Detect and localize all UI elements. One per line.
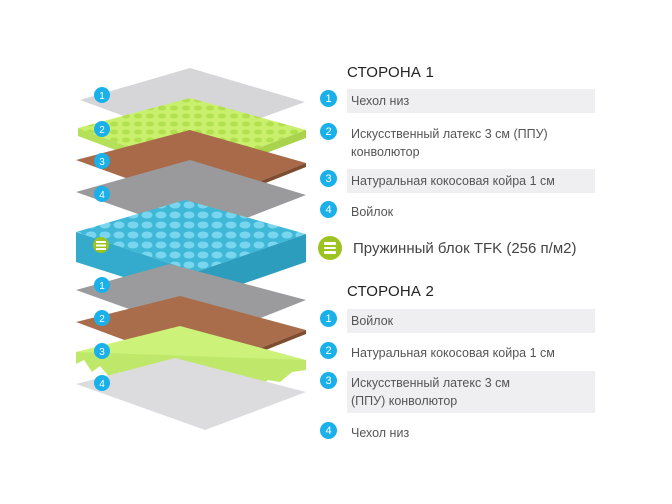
svg-text:2: 2 bbox=[99, 125, 105, 136]
layer-label: Чехол низ bbox=[347, 89, 595, 113]
spring-block-row: Пружинный блок TFK (256 п/м2) bbox=[318, 236, 576, 260]
spring-block-label: Пружинный блок TFK (256 п/м2) bbox=[353, 239, 577, 257]
illus-badge-bottom-4: 4 bbox=[94, 375, 110, 391]
side1-item-2: 2 Искусственный латекс 3 см (ППУ) конвол… bbox=[320, 122, 595, 164]
mattress-layers-illustration: 1 2 3 4 1 2 3 4 bbox=[76, 68, 306, 430]
side1-item-1: 1 Чехол низ bbox=[320, 89, 595, 113]
side1-heading: СТОРОНА 1 bbox=[347, 64, 434, 81]
svg-text:4: 4 bbox=[99, 379, 105, 390]
svg-text:1: 1 bbox=[99, 91, 105, 102]
svg-text:2: 2 bbox=[99, 314, 105, 325]
illus-badge-bottom-3: 3 bbox=[94, 343, 110, 359]
illus-badge-top-4: 4 bbox=[94, 186, 110, 202]
side2-item-4: 4 Чехол низ bbox=[320, 421, 595, 445]
number-badge: 1 bbox=[320, 310, 337, 327]
illus-badge-bottom-1: 1 bbox=[94, 277, 110, 293]
side2-heading: СТОРОНА 2 bbox=[347, 283, 434, 300]
layer-label: Натуральная кокосовая койра 1 см bbox=[351, 346, 555, 360]
layer-label: Искусственный латекс 3 см (ППУ) конволют… bbox=[347, 371, 595, 413]
illus-badge-bottom-2: 2 bbox=[94, 310, 110, 326]
side1-item-3: 3 Натуральная кокосовая койра 1 см bbox=[320, 169, 595, 193]
svg-text:1: 1 bbox=[99, 281, 105, 292]
side2-item-3: 3 Искусственный латекс 3 см (ППУ) конвол… bbox=[320, 371, 595, 413]
side2-item-2: 2 Натуральная кокосовая койра 1 см bbox=[320, 341, 595, 365]
layer-label: Натуральная кокосовая койра 1 см bbox=[347, 169, 595, 193]
layer-felt-top bbox=[76, 160, 306, 236]
svg-text:4: 4 bbox=[99, 190, 105, 201]
layer-label: Войлок bbox=[347, 309, 595, 333]
number-badge: 1 bbox=[320, 90, 337, 107]
illus-badge-top-2: 2 bbox=[94, 121, 110, 137]
layer-label: Чехол низ bbox=[351, 426, 410, 440]
number-badge: 4 bbox=[320, 422, 337, 439]
number-badge: 3 bbox=[320, 170, 337, 187]
number-badge: 3 bbox=[320, 372, 337, 389]
illus-badge-spring bbox=[93, 237, 109, 253]
svg-text:3: 3 bbox=[99, 347, 105, 358]
side1-item-4: 4 Войлок bbox=[320, 200, 595, 224]
side2-item-1: 1 Войлок bbox=[320, 309, 595, 333]
illus-badge-top-1: 1 bbox=[94, 87, 110, 103]
svg-text:3: 3 bbox=[99, 157, 105, 168]
layer-cover-bottom bbox=[76, 358, 306, 430]
illus-badge-top-3: 3 bbox=[94, 153, 110, 169]
number-badge: 4 bbox=[320, 201, 337, 218]
layer-label: Искусственный латекс 3 см (ППУ) конволют… bbox=[351, 127, 548, 159]
number-badge: 2 bbox=[320, 342, 337, 359]
layer-label: Войлок bbox=[351, 205, 394, 219]
spring-block-icon bbox=[318, 236, 342, 260]
number-badge: 2 bbox=[320, 123, 337, 140]
